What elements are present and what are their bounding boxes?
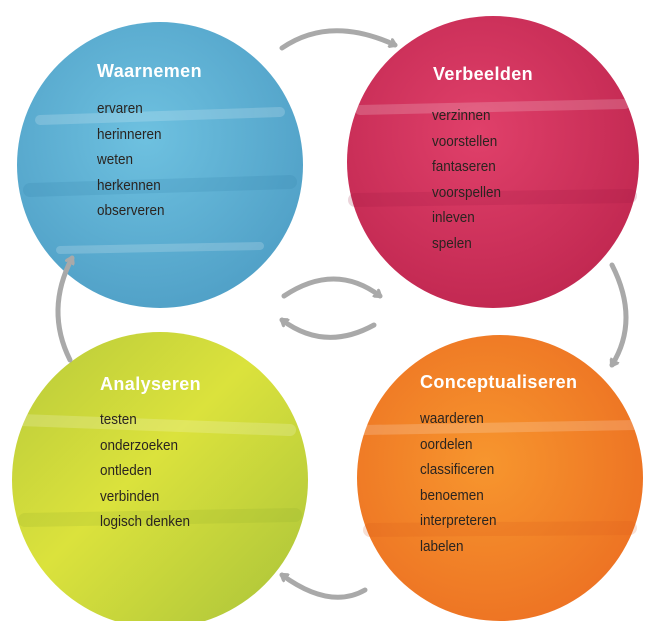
list-item: classificeren (420, 461, 495, 479)
list-item: interpreteren (420, 512, 497, 530)
verbeelden-list: verzinnen voorstellen fantaseren voorspe… (432, 103, 501, 257)
analyseren-title: Analyseren (100, 374, 202, 394)
list-item: logisch denken (100, 513, 191, 531)
list-item: spelen (432, 234, 472, 252)
arrow-analyseren-to-waarnemen (55, 255, 72, 363)
center-arrow-bottom (279, 317, 377, 340)
arrow-conceptualiseren-to-analyseren (279, 572, 368, 600)
analyseren-circle (12, 332, 308, 621)
conceptualiseren-title: Conceptualiseren (420, 372, 578, 392)
list-item: voorspellen (432, 183, 502, 201)
center-arrow-top (281, 276, 383, 299)
waarnemen-title: Waarnemen (97, 61, 202, 81)
waarnemen-circle (17, 22, 303, 308)
list-item: benoemen (420, 486, 484, 504)
list-item: fantaseren (432, 158, 496, 176)
analyseren-list: testen onderzoeken ontleden verbinden lo… (100, 407, 190, 535)
list-item: herinneren (97, 125, 162, 143)
verbeelden-title: Verbeelden (433, 64, 534, 84)
list-item: verzinnen (432, 107, 491, 124)
list-item: onderzoeken (100, 436, 179, 454)
list-item: ervaren (97, 100, 143, 117)
list-item: inleven (432, 209, 475, 227)
list-item: herkennen (97, 176, 161, 194)
list-item: labelen (420, 537, 464, 555)
list-item: voorstellen (432, 132, 498, 150)
waarnemen-list: ervaren herinneren weten herkennen obser… (97, 96, 165, 224)
arrow-waarnemen-to-verbeelden (279, 28, 398, 51)
arrow-verbeelden-to-conceptualiseren (609, 262, 629, 368)
list-item: weten (97, 151, 134, 169)
conceptualiseren-list: waarderen oordelen classificeren benoeme… (420, 406, 497, 560)
list-item: ontleden (100, 462, 152, 480)
list-item: oordelen (420, 435, 473, 453)
brush-texture (14, 99, 640, 537)
verbeelden-circle (347, 16, 639, 308)
list-item: verbinden (100, 487, 160, 505)
list-item: testen (100, 411, 137, 428)
conceptualiseren-circle (357, 335, 643, 621)
list-item: observeren (97, 202, 165, 220)
list-item: waarderen (420, 410, 484, 427)
